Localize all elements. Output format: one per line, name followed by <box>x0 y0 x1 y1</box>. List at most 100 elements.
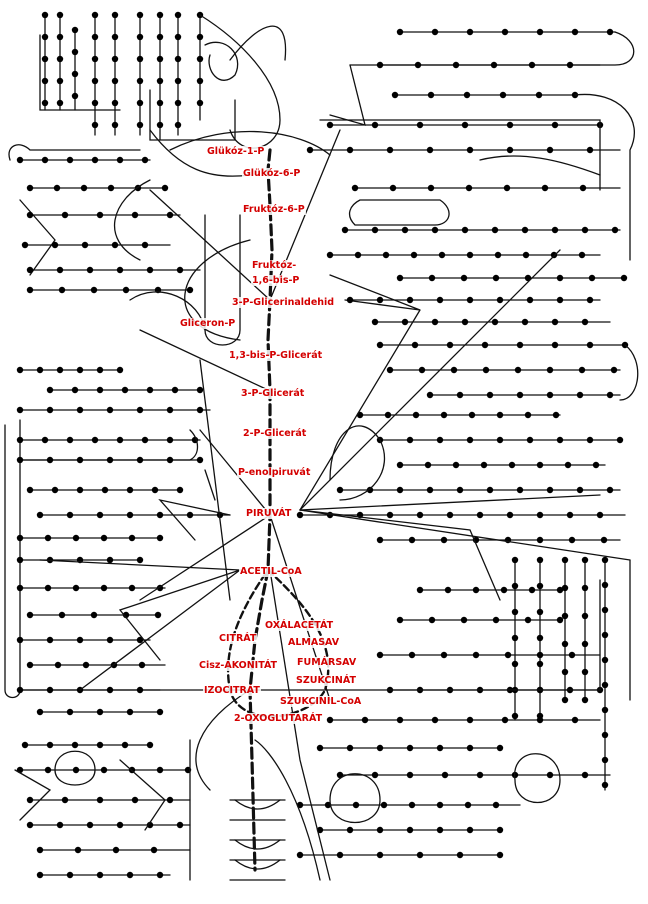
metabolite-node <box>36 871 44 879</box>
metabolite-node <box>556 274 564 282</box>
label-fruktoz-16-bisp-line1: Fruktóz- <box>251 260 298 271</box>
metabolite-node <box>56 11 64 19</box>
metabolite-node <box>106 636 114 644</box>
metabolite-node <box>56 77 64 85</box>
metabolite-node <box>91 11 99 19</box>
metabolite-node <box>496 296 504 304</box>
metabolite-node <box>71 92 79 100</box>
metabolite-node <box>171 386 179 394</box>
metabolite-node <box>581 771 589 779</box>
metabolite-node <box>411 341 419 349</box>
metabolite-node <box>41 11 49 19</box>
metabolite-node <box>536 716 544 724</box>
metabolite-node <box>91 99 99 107</box>
pathway-line <box>149 129 251 177</box>
metabolite-node <box>571 28 579 36</box>
metabolite-node <box>466 251 474 259</box>
pathway-line <box>349 31 635 66</box>
pathway-line <box>158 498 231 541</box>
metabolite-node <box>431 28 439 36</box>
metabolite-node <box>401 318 409 326</box>
metabolite-node <box>416 511 424 519</box>
metabolite-node <box>136 456 144 464</box>
metabolite-node <box>76 406 84 414</box>
metabolite-node <box>136 77 144 85</box>
metabolite-node <box>46 686 54 694</box>
metabolite-node <box>541 184 549 192</box>
metabolite-node <box>361 716 369 724</box>
metabolite-node <box>136 406 144 414</box>
pathway-line <box>329 64 366 126</box>
metabolite-node <box>601 706 609 714</box>
metabolite-node <box>151 486 159 494</box>
pathway-line <box>299 494 601 511</box>
metabolite-node <box>427 184 435 192</box>
metabolite-node <box>466 716 474 724</box>
metabolite-node <box>561 696 569 704</box>
metabolite-node <box>90 611 98 619</box>
pathway-line <box>199 14 281 149</box>
metabolite-node <box>26 611 34 619</box>
metabolite-node <box>196 99 204 107</box>
metabolite-node <box>496 744 504 752</box>
metabolite-node <box>71 70 79 78</box>
metabolite-node <box>26 486 34 494</box>
metabolite-node <box>136 55 144 63</box>
metabolite-node <box>466 296 474 304</box>
metabolite-node <box>426 486 434 494</box>
metabolite-node <box>521 226 529 234</box>
metabolite-node <box>551 318 559 326</box>
pathway-line <box>139 514 271 601</box>
metabolite-node <box>376 341 384 349</box>
metabolite-node <box>80 184 88 192</box>
label-gliceron-p: Gliceron-P <box>179 318 237 329</box>
metabolite-node <box>16 366 24 374</box>
metabolite-node <box>121 386 129 394</box>
pathway-line <box>19 419 601 691</box>
metabolite-node <box>551 341 559 349</box>
metabolite-node <box>516 391 524 399</box>
metabolite-node <box>476 771 484 779</box>
metabolite-node <box>476 511 484 519</box>
metabolite-node <box>389 184 397 192</box>
metabolite-node <box>581 318 589 326</box>
metabolite-node <box>496 826 504 834</box>
metabolite-node <box>126 511 134 519</box>
metabolite-node <box>21 241 29 249</box>
label-izocitrat: IZOCITRÁT <box>203 685 261 696</box>
metabolite-node <box>166 436 174 444</box>
metabolite-node <box>336 851 344 859</box>
pathway-line <box>234 839 281 850</box>
metabolite-node <box>418 366 426 374</box>
metabolite-node <box>126 871 134 879</box>
metabolite-node <box>16 456 24 464</box>
metabolite-node <box>516 341 524 349</box>
metabolite-node <box>16 686 24 694</box>
pathway-line <box>14 769 52 821</box>
metabolite-node <box>196 77 204 85</box>
metabolite-node <box>36 708 44 716</box>
metabolite-node <box>306 146 314 154</box>
metabolite-node <box>461 318 469 326</box>
metabolite-node <box>586 146 594 154</box>
metabolite-node <box>416 851 424 859</box>
metabolite-node <box>461 121 469 129</box>
metabolite-node <box>72 766 80 774</box>
metabolite-node <box>491 318 499 326</box>
metabolite-node <box>616 436 624 444</box>
label-szukcinil-coa: SZUKCINIL-CoA <box>279 696 363 707</box>
metabolite-node <box>346 296 354 304</box>
metabolite-node <box>51 241 59 249</box>
metabolite-node <box>511 556 519 564</box>
metabolite-node <box>396 461 404 469</box>
metabolite-node <box>26 661 34 669</box>
metabolite-node <box>174 99 182 107</box>
metabolite-node <box>406 826 414 834</box>
metabolite-node <box>176 821 184 829</box>
metabolite-node <box>504 651 512 659</box>
metabolite-node <box>354 251 362 259</box>
metabolite-node <box>436 436 444 444</box>
metabolite-node <box>536 660 544 668</box>
metabolite-node <box>131 796 139 804</box>
metabolite-node <box>176 266 184 274</box>
